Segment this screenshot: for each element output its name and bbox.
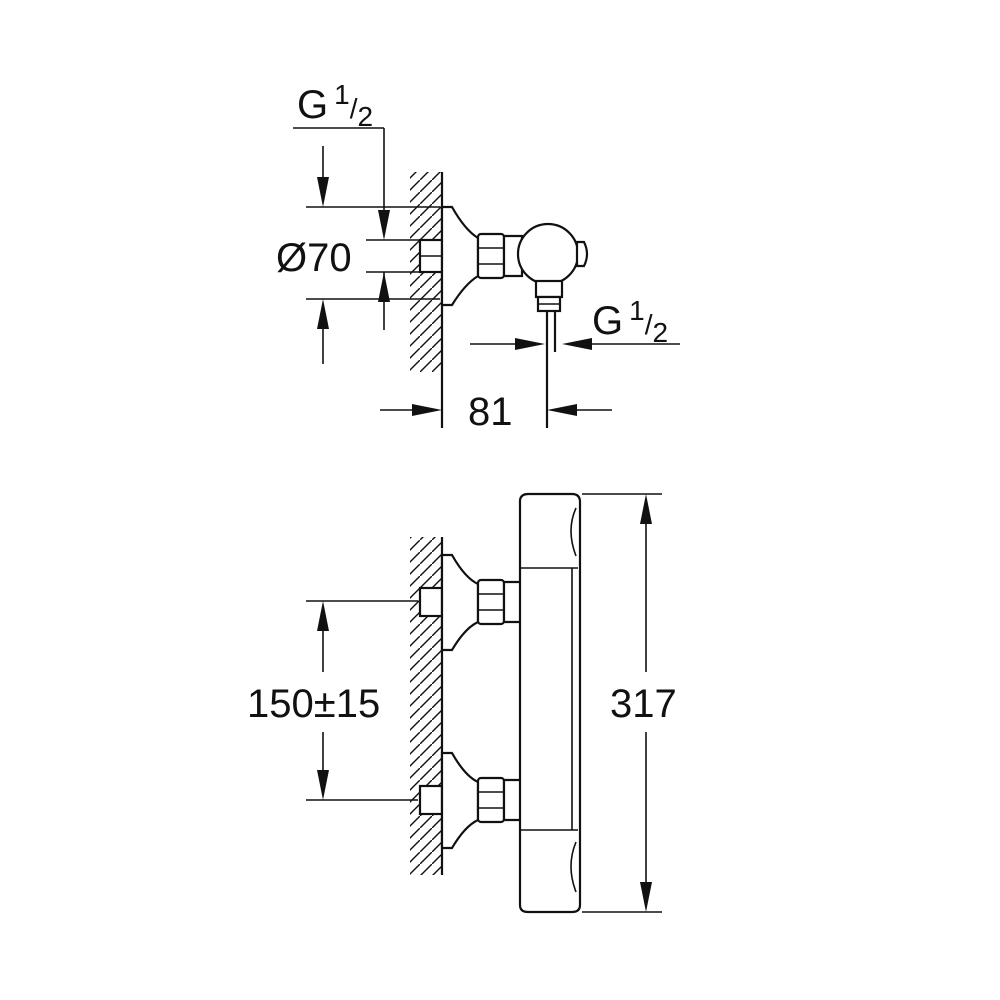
spacing-label: 150±15 bbox=[247, 682, 380, 726]
spacing-dimension bbox=[306, 600, 418, 801]
top-view bbox=[293, 127, 680, 428]
projection-label: 81 bbox=[468, 390, 513, 434]
wall-top bbox=[410, 172, 444, 428]
escutcheon-top bbox=[418, 205, 524, 307]
outlet-thread-dimension bbox=[470, 338, 680, 350]
length-dimension bbox=[582, 493, 662, 913]
front-view bbox=[306, 492, 662, 914]
inlet-thread-dimension bbox=[293, 127, 420, 330]
valve-body-top bbox=[516, 222, 589, 428]
length-label: 317 bbox=[610, 682, 677, 726]
projection-dimension bbox=[380, 404, 612, 416]
diameter-label: Ø70 bbox=[276, 236, 352, 280]
thermostat-body bbox=[518, 492, 582, 914]
diameter-dimension bbox=[306, 146, 440, 364]
